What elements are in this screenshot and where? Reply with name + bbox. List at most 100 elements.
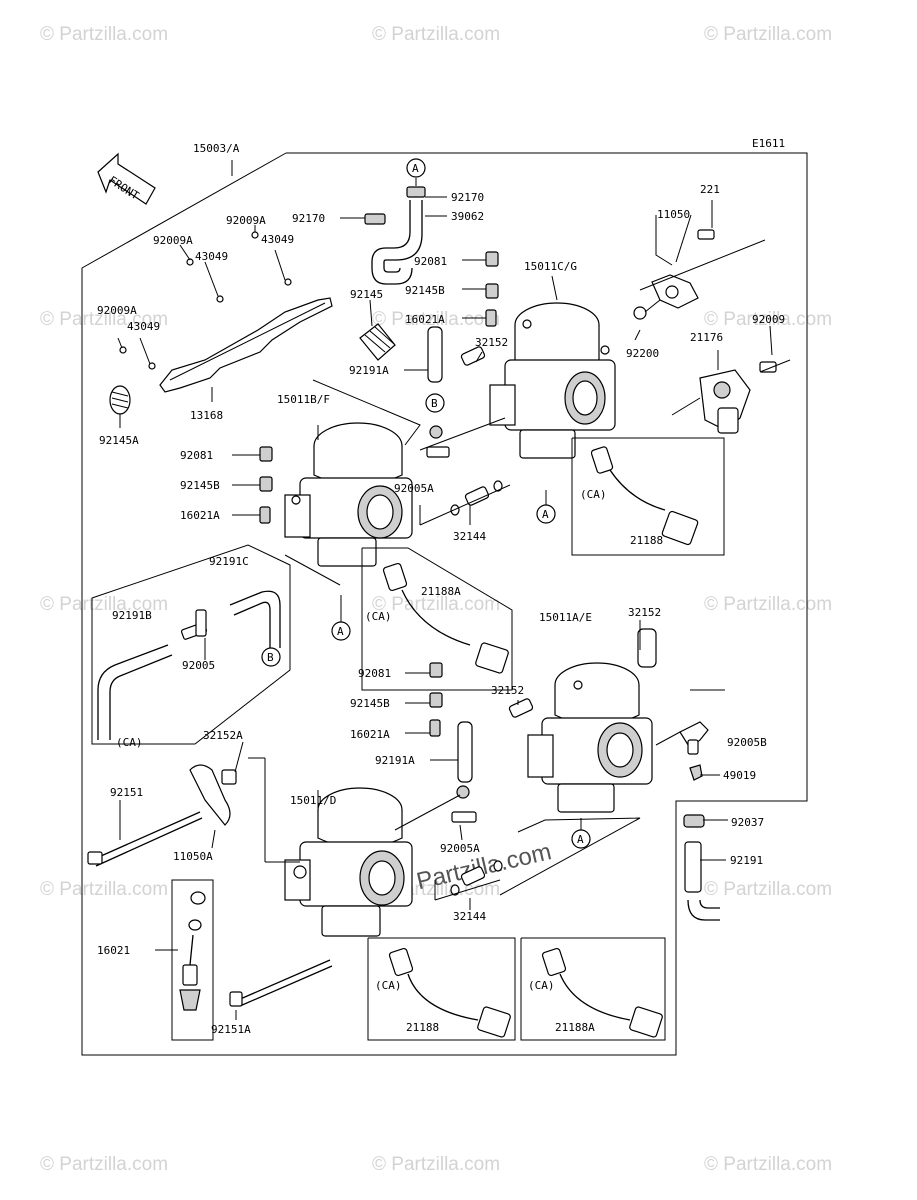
part-label: 92005A — [440, 842, 480, 855]
watermark: © Partzilla.com — [40, 879, 168, 900]
hose-box-92191 — [91, 544, 291, 745]
fitting-92005b — [655, 721, 709, 781]
part-label: 32152A — [203, 729, 243, 742]
part-label: 15003/A — [193, 142, 240, 155]
part-label: 39062 — [451, 210, 484, 223]
part-label: 92191C — [209, 555, 249, 568]
ref-marker-b — [425, 393, 445, 413]
part-label: 221 — [700, 183, 720, 196]
front-arrow: FRONT — [97, 152, 156, 205]
sensor-lead-21188a-middle — [361, 547, 513, 691]
jet-group-16021 — [171, 879, 214, 1041]
watermark: © Partzilla.com — [704, 594, 832, 615]
carburetor-15011ae — [508, 628, 725, 813]
watermark: © Partzilla.com — [372, 309, 500, 330]
part-label: 16021A — [180, 509, 220, 522]
part-label: 92081 — [414, 255, 447, 268]
ref-marker-a-label: A — [337, 625, 344, 638]
part-label: 92145B — [180, 479, 220, 492]
sensor-lead-21188a-lower — [520, 937, 666, 1041]
part-label: 92009 — [752, 313, 785, 326]
screw-92151 — [87, 800, 203, 867]
part-label: 92170 — [451, 191, 484, 204]
part-label: 21188 — [406, 1021, 439, 1034]
part-label: 92191 — [730, 854, 763, 867]
sensor-11050 — [639, 200, 766, 309]
part-label: 92200 — [626, 347, 659, 360]
spring-92145a — [109, 385, 131, 428]
watermark: © Partzilla.com — [40, 1154, 168, 1175]
jets-lower-middle — [429, 662, 477, 823]
part-label: 92145 — [350, 288, 383, 301]
diagram-code: E1611 — [752, 137, 785, 150]
watermark: © Partzilla.com — [704, 309, 832, 330]
part-label: 13168 — [190, 409, 223, 422]
watermark: © Partzilla.com — [704, 879, 832, 900]
ref-marker-b — [261, 647, 281, 667]
part-label: 15011B/F — [277, 393, 330, 406]
fuel-hose-top — [340, 178, 447, 285]
watermark: © Partzilla.com — [372, 24, 500, 45]
part-label: 21188A — [555, 1021, 595, 1034]
part-label: (CA) — [375, 979, 402, 992]
part-label: 15011A/E — [539, 611, 592, 624]
jets-upper-right — [462, 251, 499, 327]
ref-marker-a-label: A — [412, 162, 419, 175]
screw-92151a — [229, 959, 333, 1007]
part-label: 92191A — [375, 754, 415, 767]
part-label: 92081 — [180, 449, 213, 462]
part-label: 92145B — [405, 284, 445, 297]
boot-92145 — [359, 323, 396, 361]
part-label: 92005A — [394, 482, 434, 495]
part-label: 49019 — [723, 769, 756, 782]
watermark: © Partzilla.com — [372, 1154, 500, 1175]
watermark: © Partzilla.com — [704, 24, 832, 45]
part-label: 32144 — [453, 530, 486, 543]
part-label: 92009A — [153, 234, 193, 247]
tube-92191a-upper — [426, 326, 450, 458]
part-label: 16021A — [405, 313, 445, 326]
part-label: 43049 — [127, 320, 160, 333]
ref-marker-b-label: B — [267, 651, 274, 664]
part-label: 92191A — [349, 364, 389, 377]
jets-middle-left — [259, 446, 273, 524]
part-label: 43049 — [261, 233, 294, 246]
watermark: © Partzilla.com — [704, 1154, 832, 1175]
part-label: 92005B — [727, 736, 767, 749]
watermark: © Partzilla.com — [40, 594, 168, 615]
choke-lever-11050a — [189, 757, 266, 862]
joint-32144-lower — [434, 817, 641, 901]
hose-92191-lower — [683, 814, 728, 921]
part-label: (CA) — [365, 610, 392, 623]
part-label: 92081 — [358, 667, 391, 680]
part-label: (CA) — [528, 979, 555, 992]
part-label: 92170 — [292, 212, 325, 225]
assembly-outline — [81, 152, 808, 1056]
part-label: 15011C/G — [524, 260, 577, 273]
watermark: © Partzilla.com — [372, 594, 500, 615]
part-label: 11050 — [657, 208, 690, 221]
ref-marker-a — [406, 158, 426, 178]
part-label: 32152 — [628, 606, 661, 619]
part-label: 21188A — [421, 585, 461, 598]
part-label: 92145B — [350, 697, 390, 710]
part-label: 16021 — [97, 944, 130, 957]
ref-marker-b-label: B — [431, 397, 438, 410]
part-label: 16021A — [350, 728, 390, 741]
sensor-lead-21188-upper — [571, 437, 725, 556]
leader-lines — [117, 214, 773, 1020]
part-label: 32152 — [475, 336, 508, 349]
carburetor-15011bf — [284, 379, 421, 586]
watermark: © Partzilla.com — [40, 309, 168, 330]
part-labels: E1611 15003/A 92170 92170 39062 221 9200… — [97, 137, 785, 1036]
part-label: 92037 — [731, 816, 764, 829]
part-label: 11050A — [173, 850, 213, 863]
part-label: 92151 — [110, 786, 143, 799]
reference-markers: A B A A B A — [261, 158, 591, 849]
watermark: © Partzilla.com — [40, 24, 168, 45]
part-label: 92009A — [226, 214, 266, 227]
part-label: 21176 — [690, 331, 723, 344]
part-label: 92145A — [99, 434, 139, 447]
ref-marker-a-label: A — [542, 508, 549, 521]
